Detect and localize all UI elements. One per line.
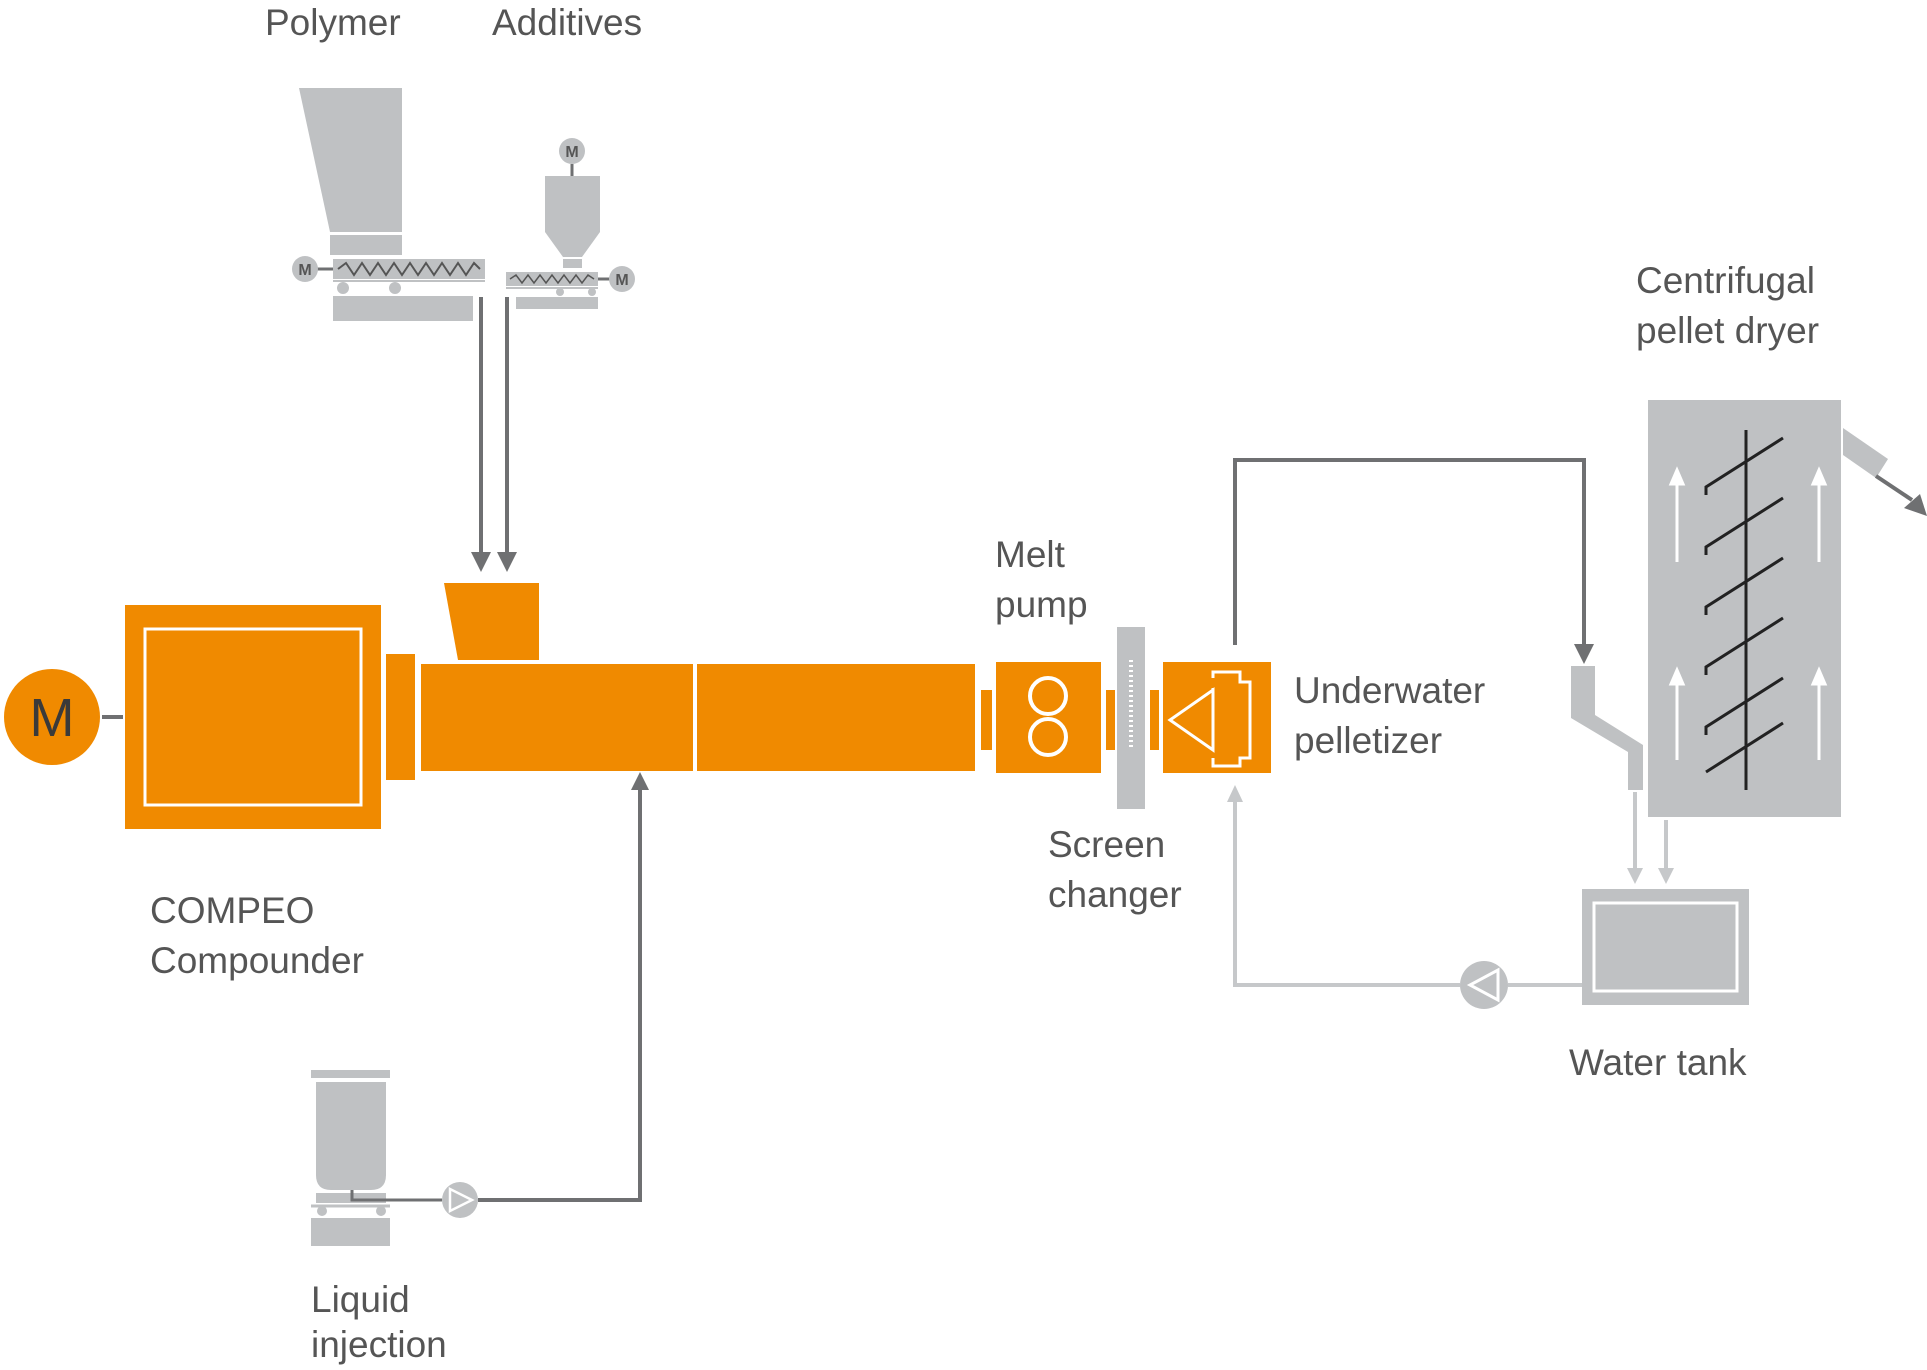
gearbox [125,605,381,829]
water-tank-body [1582,889,1749,1005]
gearbox-inner [143,627,363,807]
screen-changer-plate [1117,627,1145,809]
pellet-slurry-line [1233,458,1586,648]
label-water-tank: Water tank [1569,1042,1747,1083]
polymer-roller-icon [389,282,401,294]
label-liquid-line1: Liquid [311,1279,410,1320]
label-liquid-line2: injection [311,1324,447,1365]
extruder-feed-throat [444,583,539,660]
labels: Polymer Additives Centrifugal pellet dry… [150,2,1819,1365]
label-centrifugal-line2: pellet dryer [1636,310,1819,351]
liquid-injection-unit [311,772,649,1246]
underwater-pelletizer [1163,662,1271,773]
water-pump-icon [1460,961,1508,1009]
label-centrifugal-line1: Centrifugal [1636,260,1815,301]
liquid-tank-outlet [350,1190,390,1202]
extruder-barrel-section-2 [697,664,975,771]
water-tank-inner [1592,901,1739,993]
arrow-down-icon [471,552,491,572]
arrow-up-icon [631,772,649,790]
arrow-up-icon [1668,666,1686,686]
liquid-scale-roller-icon [376,1206,386,1216]
dryer-outlet-chute [1843,428,1888,478]
arrow-up-icon [1810,466,1828,486]
additives-hopper-outlet [563,259,582,268]
water-circulation-line [1227,785,1582,1009]
arrow-down-icon [1658,868,1674,884]
pelletizer-body [1163,662,1271,773]
additives-roller-icon [588,288,596,296]
label-melt-line1: Melt [995,534,1066,575]
additives-hopper [545,176,600,232]
melt-pump-connector [981,690,992,750]
label-melt-line2: pump [995,584,1088,625]
airflow-arrows [1668,466,1828,760]
label-compeo-line1: COMPEO [150,890,314,931]
label-screen-line1: Screen [1048,824,1165,865]
arrow-icon [1904,494,1927,516]
dryer-rotor-blades [1704,436,1784,774]
water-line [1233,800,1460,987]
arrow-down-icon [1574,644,1594,664]
liquid-line [478,790,642,1202]
pump-arrow-icon [1466,967,1500,1003]
arrow-up-icon [1227,785,1243,802]
arrow-up-icon [1668,466,1686,486]
gear-icon [1028,717,1068,757]
liquid-scale-roller-icon [317,1206,327,1216]
water-return-lines [1627,792,1674,884]
dryer-inlet-chute [1571,666,1643,790]
motor-label: M [615,272,628,289]
polymer-roller-icon [337,282,349,294]
label-underwater-line2: pelletizer [1294,720,1442,761]
label-compeo-line2: Compounder [150,940,364,981]
melt-pump [981,662,1101,773]
pelletizer-die-outline [1211,670,1252,768]
extruder-barrel-section-1 [421,664,693,771]
screen-changer-connector [1106,690,1115,750]
pellet-outlet-line [1874,474,1914,502]
additives-roller-icon [556,288,564,296]
polymer-hopper-base [330,235,402,255]
additives-feeder: M M [506,138,635,309]
polymer-screw-icon [337,261,481,277]
additives-scale-base [516,297,598,309]
liquid-scale-base [311,1218,390,1246]
polymer-hopper [299,88,402,232]
label-screen-line2: changer [1048,874,1182,915]
motor-label: M [298,262,311,279]
arrow-up-icon [1810,666,1828,686]
motor-label: M [565,144,578,161]
polymer-feeder: M [292,88,485,321]
motor-icon [292,256,318,282]
pellet-transport-line [1233,458,1594,664]
screen-changer-connector [1150,690,1159,750]
screen-changer [1106,627,1159,809]
label-polymer: Polymer [265,2,401,43]
polymer-scale-base [333,296,473,321]
label-underwater-line1: Underwater [1294,670,1485,711]
additives-hopper-cone [545,232,600,257]
compeo-compounder: M [4,583,975,829]
centrifugal-pellet-dryer [1571,400,1927,817]
motor-icon [609,266,635,292]
arrow-down-icon [1627,868,1643,884]
cutter-triangle-icon [1167,687,1215,753]
main-motor-icon [4,669,100,765]
water-tank [1582,889,1749,1005]
main-motor-label: M [30,688,75,748]
coupling [386,654,415,780]
pump-arrow-icon [448,1186,475,1214]
gear-icon [1028,676,1068,716]
label-additives: Additives [492,2,642,43]
feed-lines [471,297,517,572]
motor-icon [559,138,585,164]
arrow-down-icon [497,552,517,572]
liquid-tank-lid [311,1070,390,1078]
additives-screw-icon [509,273,595,285]
liquid-tank [316,1082,386,1190]
